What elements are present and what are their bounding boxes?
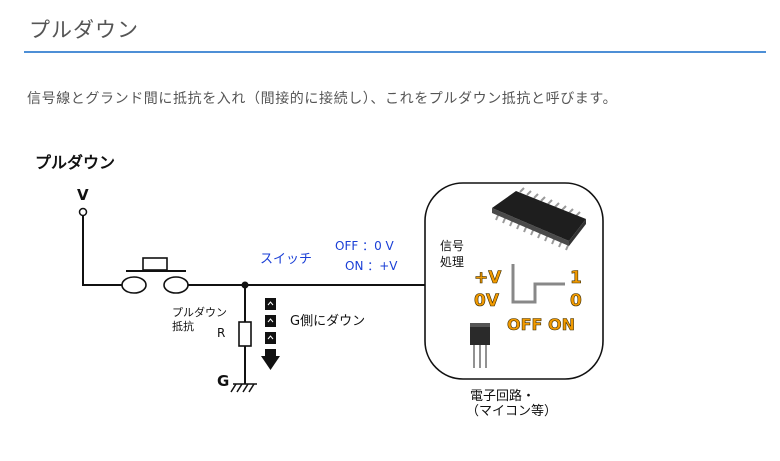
ground-label: G bbox=[217, 372, 229, 390]
logic-low: 0 bbox=[570, 291, 582, 311]
resistor-label: R bbox=[217, 326, 225, 340]
pulldown-resistor bbox=[238, 321, 252, 347]
resistor-name-line2: 抵抗 bbox=[172, 319, 194, 333]
logic-high: 1 bbox=[570, 268, 582, 288]
page-title: プルダウン bbox=[29, 18, 139, 42]
level-low: 0V bbox=[474, 291, 500, 311]
supply-label: V bbox=[77, 186, 89, 204]
switch-on-state: ON ：+V bbox=[345, 259, 398, 273]
pull-down-arrow bbox=[261, 298, 280, 370]
circuit-label-line2: （マイコン等） bbox=[466, 403, 557, 419]
level-high: +V bbox=[474, 268, 502, 288]
diagram-title: プルダウン bbox=[35, 153, 115, 172]
intro-text: 信号線とグランド間に抵抗を入れ（間接的に接続し）、これをプルダウン抵抗と呼びます… bbox=[27, 91, 618, 107]
switch-off-state: OFF ：0 V bbox=[335, 239, 395, 253]
switch-label: スイッチ bbox=[260, 252, 312, 267]
push-switch bbox=[121, 257, 189, 294]
ground-symbol bbox=[230, 383, 257, 393]
circuit-label-line1: 電子回路・ bbox=[470, 388, 535, 404]
title-underline bbox=[24, 51, 766, 53]
signal-label-line2: 処理 bbox=[440, 255, 464, 269]
logic-step-graph bbox=[511, 264, 565, 304]
supply-wire bbox=[82, 216, 122, 286]
resistor-name-line1: プルダウン bbox=[172, 305, 227, 319]
pull-direction-label: G側にダウン bbox=[290, 314, 365, 329]
off-on-label: OFF ON bbox=[507, 315, 575, 334]
transistor-icon bbox=[470, 323, 490, 368]
supply-terminal bbox=[78, 207, 88, 217]
signal-label-line1: 信号 bbox=[440, 239, 464, 253]
ic-chip-icon bbox=[492, 187, 586, 251]
